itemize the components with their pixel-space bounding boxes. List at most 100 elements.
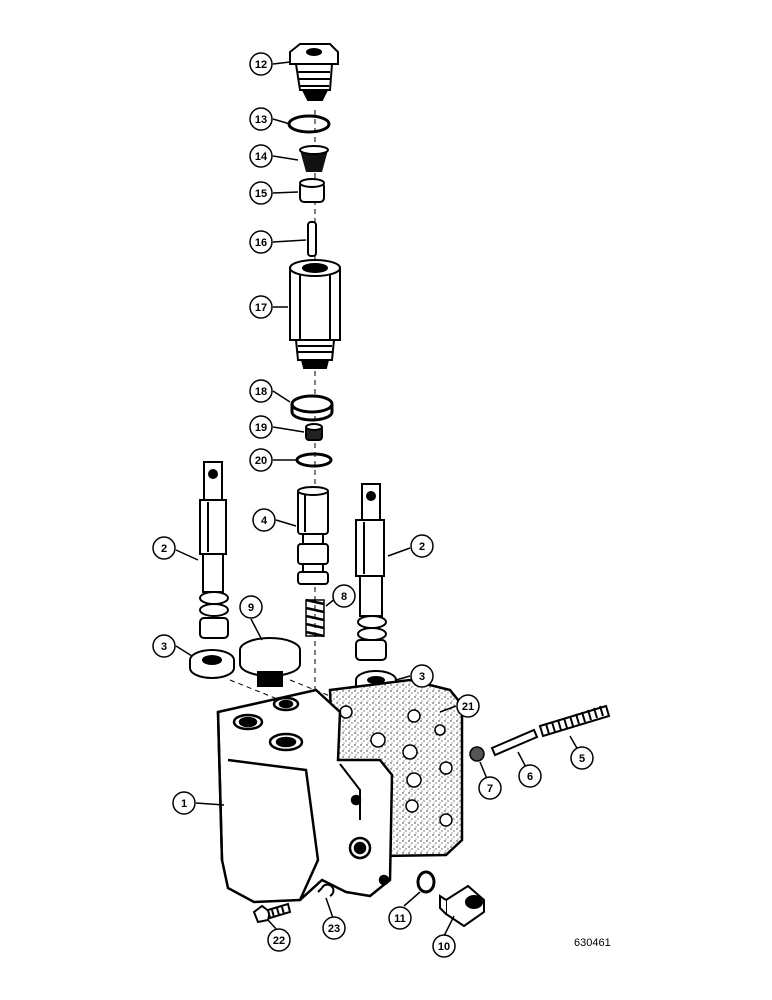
callout-label: 5 <box>579 753 585 765</box>
part-19-sleeve <box>305 423 323 441</box>
callout-18: 18 <box>249 379 273 403</box>
callout-label: 17 <box>255 302 267 314</box>
callout-15: 15 <box>249 181 273 205</box>
part-9-cap <box>239 637 301 687</box>
callout-circle <box>249 230 273 254</box>
callout-17: 17 <box>249 295 273 319</box>
part-3-left-washer <box>189 649 235 679</box>
callout-3: 3 <box>152 634 176 658</box>
callout-circle <box>172 791 196 815</box>
callout-circle <box>570 746 594 770</box>
callout-10: 10 <box>432 934 456 958</box>
callout-label: 3 <box>161 641 167 653</box>
callout-circle <box>456 694 480 718</box>
callout-label: 4 <box>261 515 268 527</box>
callout-22: 22 <box>267 928 291 952</box>
part-18-ring <box>290 394 334 422</box>
callout-circle <box>267 928 291 952</box>
callout-label: 2 <box>161 543 167 555</box>
callout-label: 13 <box>255 114 267 126</box>
callout-label: 16 <box>255 237 267 249</box>
callout-circle <box>252 508 276 532</box>
callout-circle <box>518 764 542 788</box>
callout-label: 22 <box>273 935 285 947</box>
callout-label: 18 <box>255 386 267 398</box>
callout-circle <box>249 448 273 472</box>
callout-label: 19 <box>255 422 267 434</box>
part-20-o-ring <box>295 452 333 468</box>
callout-label: 8 <box>341 591 347 603</box>
callout-4: 4 <box>252 508 276 532</box>
part-12-plug <box>289 43 339 101</box>
part-14-seat <box>299 145 329 172</box>
part-6-pin <box>490 728 539 757</box>
part-16-pin <box>307 221 317 257</box>
callout-circle <box>152 634 176 658</box>
callout-label: 7 <box>487 783 493 795</box>
callout-1: 1 <box>172 791 196 815</box>
callout-6: 6 <box>518 764 542 788</box>
callout-circle <box>249 144 273 168</box>
part-7-ball <box>469 746 485 762</box>
part-22-bolt <box>252 902 292 924</box>
callout-label: 23 <box>328 923 340 935</box>
reference-number: 630461 <box>574 937 611 949</box>
callout-5: 5 <box>570 746 594 770</box>
part-4-spool <box>297 486 329 585</box>
callout-8: 8 <box>332 584 356 608</box>
callout-label: 12 <box>255 59 267 71</box>
callout-circle <box>249 415 273 439</box>
callout-circle <box>322 916 346 940</box>
callout-2: 2 <box>410 534 434 558</box>
callout-circle <box>388 906 412 930</box>
callout-label: 9 <box>248 602 254 614</box>
part-10-fitting <box>439 884 485 928</box>
callout-label: 1 <box>181 798 187 810</box>
part-8-spring <box>305 598 325 638</box>
callout-21: 21 <box>456 694 480 718</box>
callout-19: 19 <box>249 415 273 439</box>
callout-label: 21 <box>462 701 474 713</box>
callout-label: 6 <box>527 771 533 783</box>
callout-label: 10 <box>438 941 450 953</box>
part-11-o-ring <box>416 870 436 894</box>
callout-label: 11 <box>394 913 406 925</box>
callout-label: 20 <box>255 455 267 467</box>
callout-circle <box>249 52 273 76</box>
callout-11: 11 <box>388 906 412 930</box>
callout-13: 13 <box>249 107 273 131</box>
callout-circle <box>249 107 273 131</box>
part-2-left-spool <box>199 461 229 639</box>
callout-circle <box>432 934 456 958</box>
part-1-valve-housing <box>216 688 394 904</box>
callout-circle <box>478 776 502 800</box>
callout-circle <box>249 379 273 403</box>
part-13-o-ring <box>287 114 331 134</box>
callout-circle <box>332 584 356 608</box>
callout-label: 3 <box>419 671 425 683</box>
callout-circle <box>249 295 273 319</box>
callout-2: 2 <box>152 536 176 560</box>
callout-14: 14 <box>249 144 273 168</box>
callout-label: 15 <box>255 188 267 200</box>
part-23-lock-washer <box>317 883 335 897</box>
part-15-poppet <box>299 178 325 203</box>
callout-label: 2 <box>419 541 425 553</box>
callout-16: 16 <box>249 230 273 254</box>
part-17-valve-body <box>289 259 341 369</box>
part-5-spring <box>538 704 611 738</box>
callout-20: 20 <box>249 448 273 472</box>
callout-circle <box>410 534 434 558</box>
callout-circle <box>239 595 263 619</box>
callout-7: 7 <box>478 776 502 800</box>
callout-9: 9 <box>239 595 263 619</box>
part-2-right-spool <box>355 483 387 661</box>
callout-23: 23 <box>322 916 346 940</box>
callout-circle <box>410 664 434 688</box>
callout-12: 12 <box>249 52 273 76</box>
callout-3: 3 <box>410 664 434 688</box>
callout-circle <box>249 181 273 205</box>
